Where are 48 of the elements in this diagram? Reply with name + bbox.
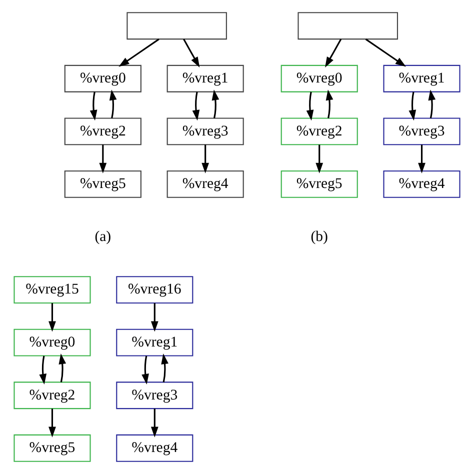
arrow [99, 144, 107, 174]
arrow [202, 144, 210, 174]
arrow [192, 92, 200, 121]
node-box: %vreg3 [383, 118, 460, 146]
node-box: %vreg2 [14, 382, 91, 410]
node-box: %vreg5 [280, 170, 358, 198]
node-box: %vreg16 [116, 276, 194, 304]
label: (a) [94, 228, 112, 245]
arrow [109, 90, 117, 118]
arrow [365, 38, 406, 67]
arrow [212, 90, 220, 118]
node-box: %vreg15 [14, 276, 91, 304]
arrow [118, 38, 160, 67]
node-box: %vreg0 [64, 64, 142, 92]
node-box: %vreg0 [280, 64, 358, 92]
arrow [306, 92, 314, 121]
arrow [48, 303, 56, 332]
arrow [408, 92, 416, 121]
node-box: %vreg2 [64, 118, 142, 146]
arrow [161, 354, 168, 382]
node-box [298, 12, 398, 40]
arrow [428, 90, 436, 118]
node-box: %vreg0 [14, 328, 91, 356]
label: (b) [310, 228, 328, 245]
arrow [325, 38, 342, 68]
node-box: %vreg4 [116, 434, 194, 462]
node-box: %vreg2 [280, 118, 358, 146]
arrow [418, 144, 426, 174]
node-box: %vreg4 [383, 170, 460, 198]
node-box [126, 12, 227, 40]
node-box: %vreg5 [14, 434, 91, 462]
node-box: %vreg3 [116, 382, 194, 410]
arrow [142, 356, 149, 385]
node-box: %vreg1 [383, 64, 460, 92]
arrow [48, 408, 56, 438]
node-box: %vreg1 [116, 328, 194, 356]
arrow [90, 92, 98, 121]
node-box: %vreg4 [166, 170, 244, 198]
arrow [150, 303, 158, 332]
arrow [39, 356, 47, 385]
arrow [326, 90, 334, 118]
arrow [316, 144, 324, 174]
node-box: %vreg3 [166, 118, 244, 146]
node-box: %vreg1 [166, 64, 244, 92]
arrow [150, 408, 158, 438]
node-box: %vreg5 [64, 170, 142, 198]
arrow [183, 38, 200, 68]
arrow [58, 354, 66, 382]
